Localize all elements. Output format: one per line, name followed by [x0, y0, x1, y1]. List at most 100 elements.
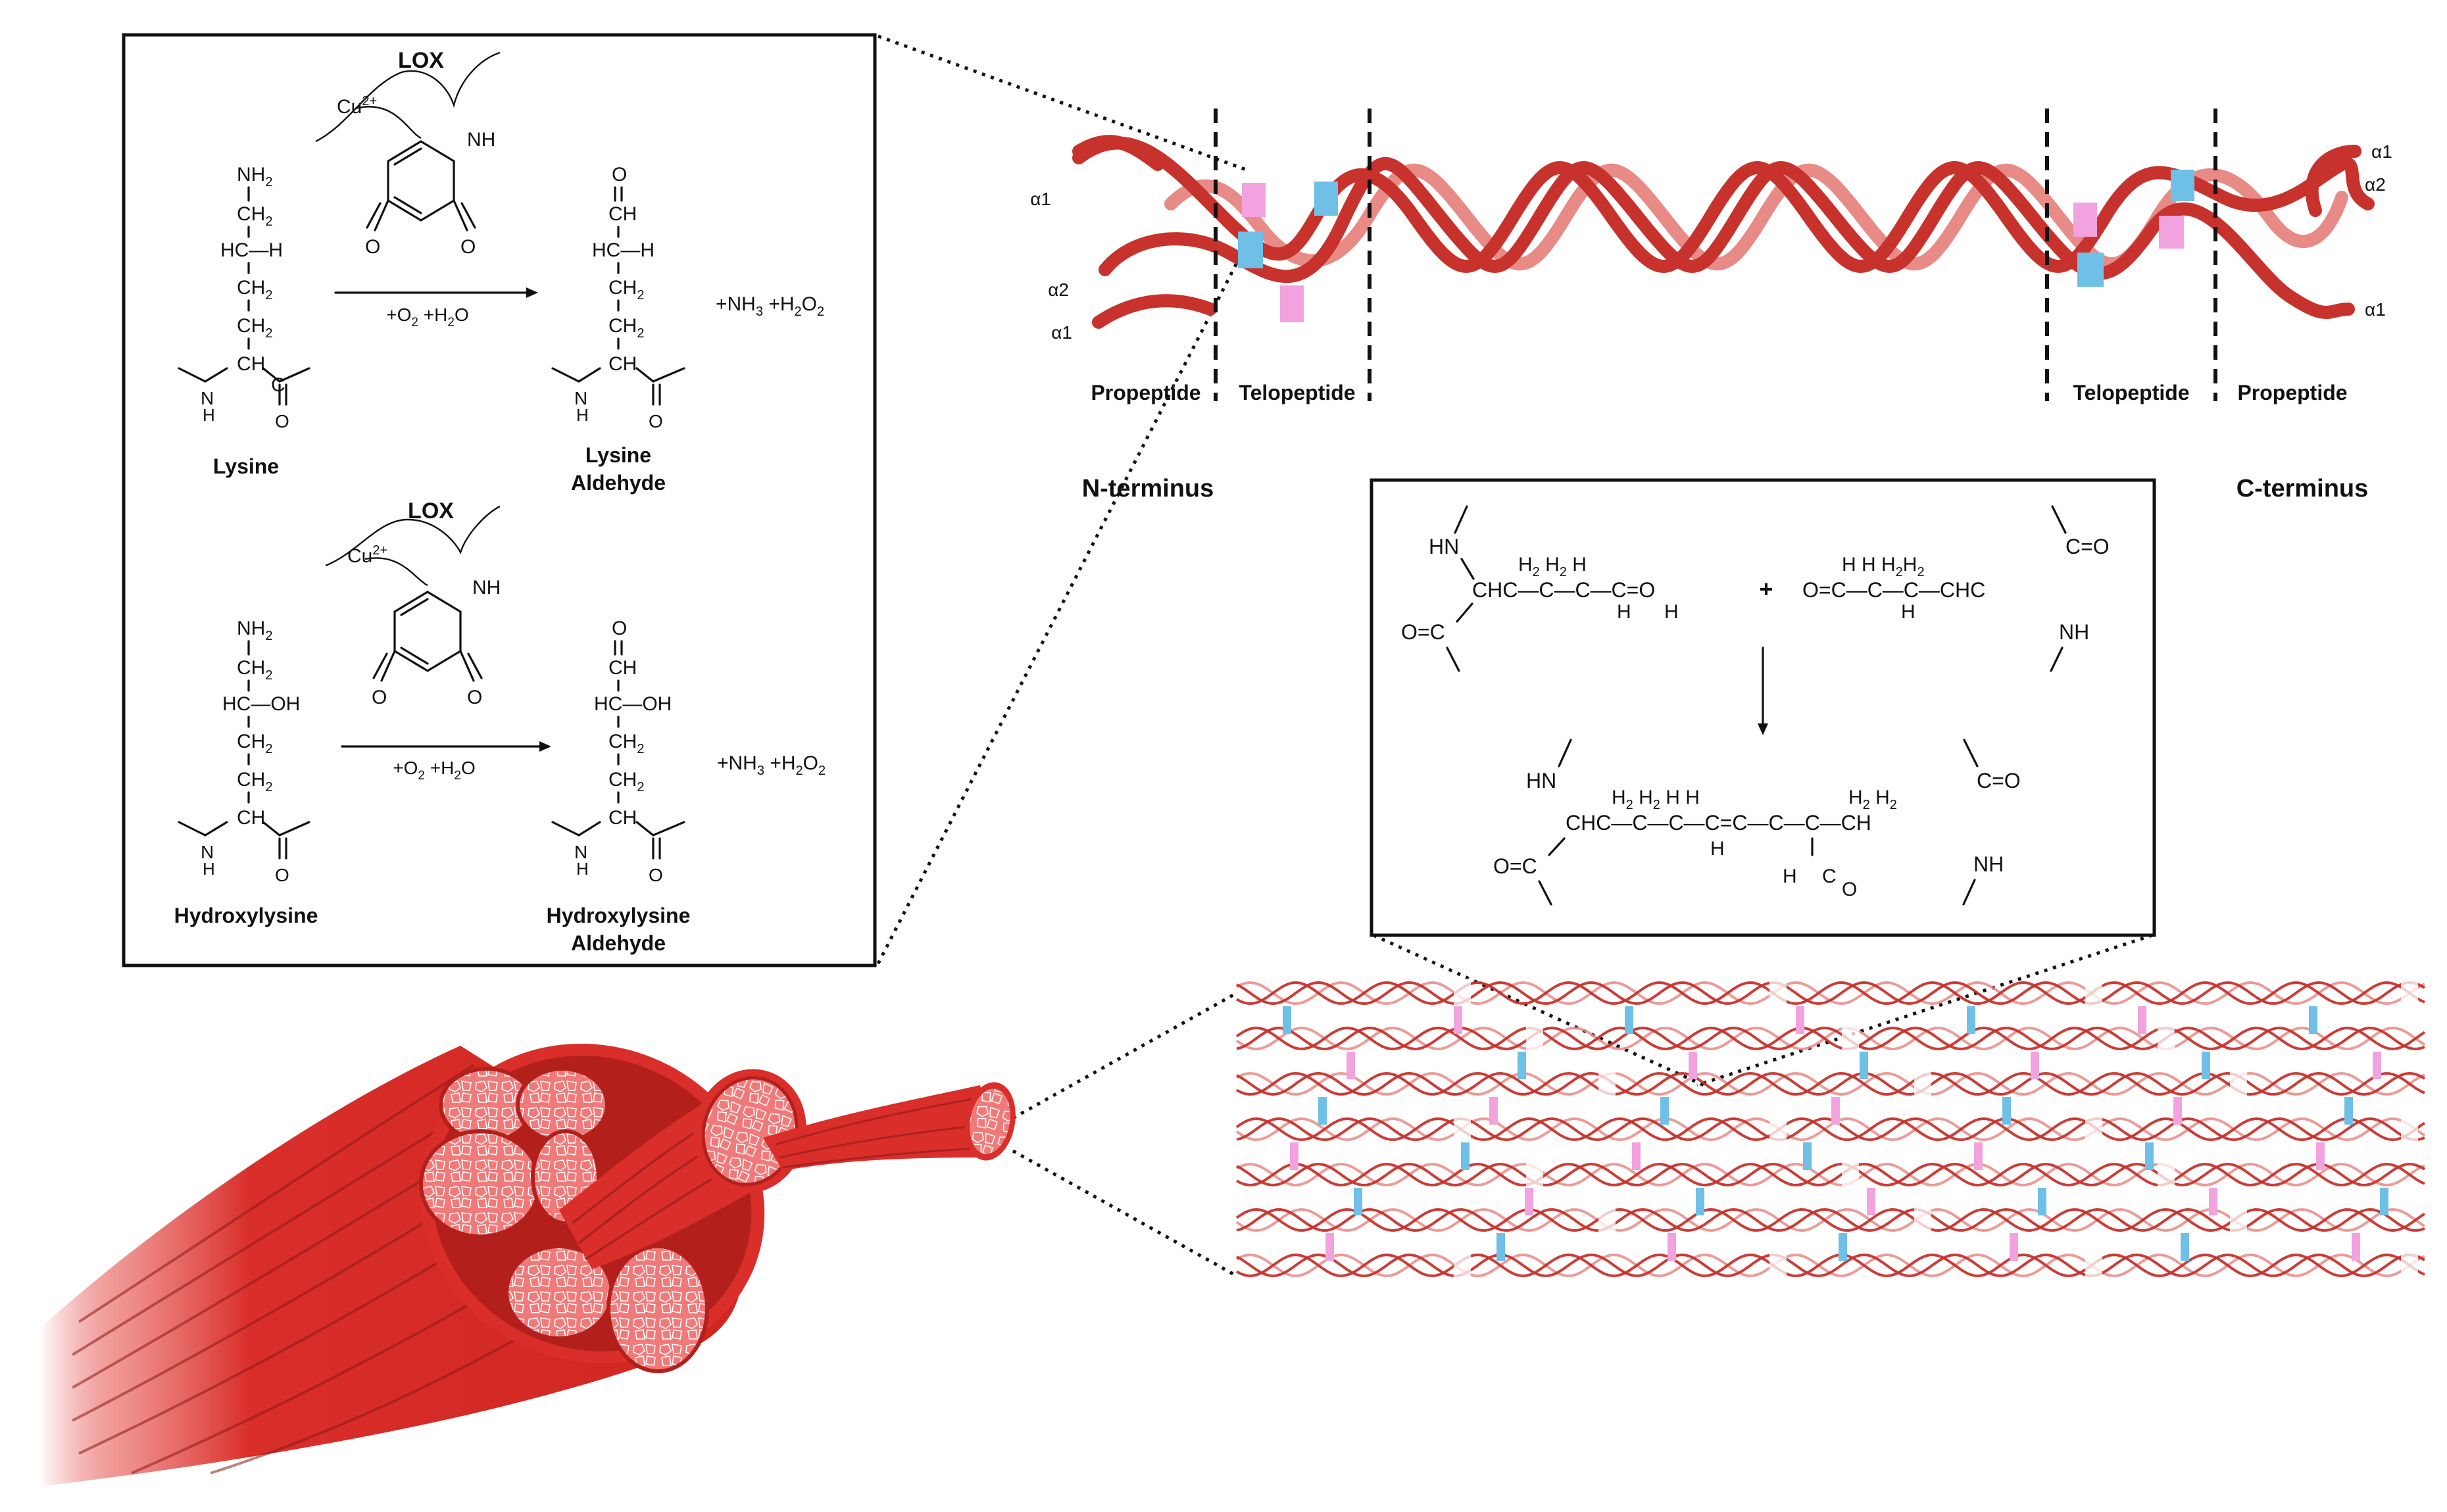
svg-text:H: H: [1710, 838, 1725, 860]
zoom-line-muscle-bottom: [1012, 1149, 1238, 1278]
crosslink-bar: [2002, 1097, 2011, 1125]
lox-enzyme-icon: [325, 505, 501, 587]
hydroxylysine-aldehyde-label-2: Aldehyde: [571, 931, 666, 955]
crosslink-bar: [1689, 1052, 1697, 1079]
fibril-gap: [1769, 1115, 1787, 1144]
fibril-strand: [1236, 1162, 2425, 1187]
crosslink-bar: [1489, 1097, 1498, 1125]
lox-reaction-box: LOX Cu2+ NH O O NH2 CH2 HC—H: [122, 33, 877, 967]
fibril-gap: [2158, 1160, 2175, 1189]
byproducts-2: +NH3 +H2O2: [717, 752, 826, 778]
crosslink-bar: [1496, 1233, 1505, 1261]
hydroxylysine-aldehyde-label-1: Hydroxylysine: [547, 904, 691, 927]
fibril-gap: [1454, 979, 1471, 1008]
fibril-gap: [2230, 1069, 2247, 1098]
muscle-fiber-icon: [39, 1043, 1016, 1486]
svg-text:NH: NH: [1973, 852, 2004, 876]
fibril-gap: [1454, 1115, 1471, 1144]
fibril-gap: [2158, 1024, 2175, 1053]
aldehyde-reactant-1: HN CHC—C—C—C=O H2 H2 H H H O=C: [1401, 505, 1679, 672]
svg-text:O=C: O=C: [1493, 854, 1537, 878]
fibril-gap: [1526, 1160, 1543, 1189]
fibril-strand: [1235, 1026, 2426, 1051]
collagen-triple-helix: α1 α2 α1 α1 α2 α1 Propeptide Telopeptide…: [1030, 109, 2392, 502]
svg-text:O: O: [649, 865, 663, 885]
svg-text:O: O: [649, 411, 663, 431]
fibril-strand: [1235, 1117, 2426, 1142]
crosslink-bar: [2138, 1006, 2146, 1034]
svg-text:H H H2H2: H H H2H2: [1842, 554, 1925, 579]
reaction-lysine: LOX Cu2+ NH O O NH2 CH2 HC—H: [178, 48, 824, 495]
fibril-gap: [1914, 1206, 1931, 1234]
region-label-telopeptide-c: Telopeptide: [2073, 381, 2189, 404]
crosslink-bar: [1283, 1006, 1291, 1034]
svg-text:NH: NH: [467, 129, 495, 151]
svg-text:H: H: [203, 405, 215, 425]
crosslink-bar: [2316, 1142, 2325, 1170]
lox-enzyme-icon: [315, 51, 501, 143]
fibril-strand: [1236, 1026, 2425, 1051]
svg-text:H: H: [1617, 601, 1631, 623]
lox-label-1: LOX: [398, 48, 444, 73]
crosslink-bar: [2145, 1142, 2154, 1170]
crosslink-bar: [1831, 1097, 1840, 1125]
crosslink-pink: [1280, 285, 1304, 322]
svg-text:N: N: [574, 388, 587, 408]
fibril-gap: [1598, 1206, 1616, 1234]
crosslink-bar: [1860, 1052, 1868, 1079]
chain-label: α1: [1030, 189, 1051, 209]
svg-text:H2 H2 H: H2 H2 H: [1518, 554, 1587, 579]
svg-text:CH: CH: [608, 353, 637, 375]
fibril-gap: [2401, 1115, 2418, 1144]
crosslink-bar: [1967, 1006, 1975, 1034]
crosslink-pink: [2073, 203, 2097, 237]
svg-text:CHC—C—C—C=O: CHC—C—C—C=O: [1472, 578, 1655, 602]
fibril-gap: [2401, 1251, 2418, 1280]
crosslink-blue: [2171, 170, 2194, 201]
fibril-gap: [1769, 979, 1787, 1008]
svg-text:O: O: [460, 236, 476, 258]
crosslink-bar: [1668, 1233, 1676, 1261]
svg-text:O: O: [365, 236, 380, 258]
crosslink-bar: [2344, 1097, 2353, 1125]
crosslink-bar: [1974, 1142, 1983, 1170]
crosslink-bar: [1325, 1233, 1334, 1261]
crosslink-bar: [1454, 1006, 1462, 1034]
svg-text:C=O: C=O: [2065, 535, 2110, 558]
svg-text:CH: CH: [608, 203, 637, 225]
crosslink-bar: [1696, 1188, 1704, 1215]
crosslink-bar: [2352, 1233, 2360, 1261]
quinone-ring-2: [393, 591, 462, 672]
crosslink-bar: [1518, 1052, 1526, 1079]
crosslink-bar: [1347, 1052, 1355, 1079]
lysine-aldehyde-label-1: Lysine: [585, 443, 651, 467]
c-terminus-label: C-terminus: [2237, 475, 2369, 502]
crosslink-bar: [1867, 1188, 1875, 1215]
fibril-gap: [1598, 1069, 1616, 1098]
fibril-strand: [1235, 1026, 2426, 1051]
fibril-strand: [1236, 981, 2425, 1006]
region-label-propeptide-c: Propeptide: [2237, 381, 2347, 404]
hydroxylysine-label: Hydroxylysine: [174, 904, 318, 927]
crosslink-bar: [1632, 1142, 1641, 1170]
fibril-gap: [2085, 1115, 2102, 1144]
svg-text:O: O: [275, 411, 289, 431]
svg-text:NH: NH: [2059, 620, 2089, 644]
byproducts-1: +NH3 +H2O2: [716, 293, 824, 319]
fibril-gap: [1454, 1251, 1471, 1280]
fibril-gap: [2401, 979, 2418, 1008]
fibril-gap: [1842, 1024, 1859, 1053]
svg-text:HC—H: HC—H: [592, 239, 655, 261]
svg-text:CH: CH: [608, 807, 637, 829]
lysine-label: Lysine: [213, 454, 279, 478]
aldol-crosslink-product: HN CHC—C—C—C=C—C—C—CH H2 H2 H H H2 H2 H …: [1493, 739, 2021, 906]
chain-label: α2: [2365, 174, 2386, 195]
fibril-strand: [1236, 1162, 2425, 1187]
svg-text:O=C: O=C: [1401, 620, 1445, 644]
fibril-gap: [2230, 1206, 2247, 1234]
svg-text:N: N: [574, 842, 587, 862]
fibril-strand: [1236, 981, 2425, 1006]
fibril-strand: [1236, 1207, 2425, 1232]
n-terminus-label: N-terminus: [1082, 475, 1214, 502]
svg-text:H: H: [1664, 601, 1679, 623]
